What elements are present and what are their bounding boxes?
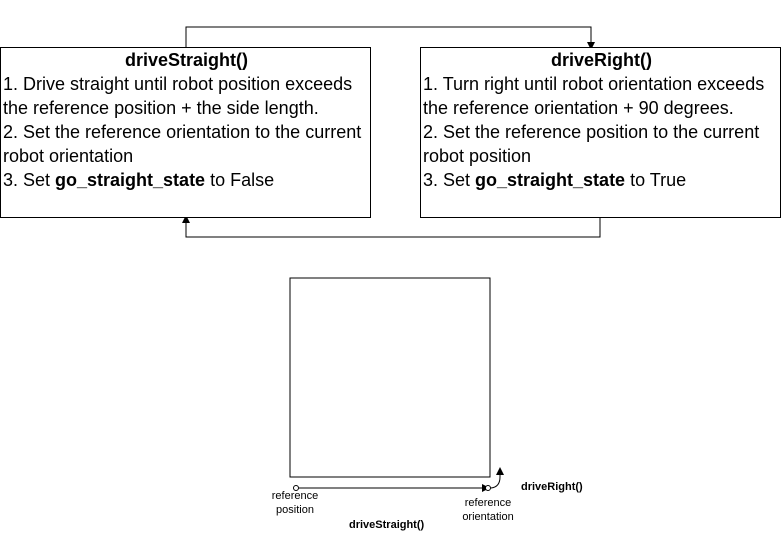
drive-straight-step-2: 2. Set the reference orientation to the … <box>3 122 362 166</box>
square-path-sketch <box>289 277 491 478</box>
drive-right-step-1: 1. Turn right until robot orientation ex… <box>423 74 765 118</box>
drive-right-sketch-label: driveRight() <box>521 481 583 493</box>
drive-right-step-3: 3. Set go_straight_state to True <box>423 170 687 190</box>
arrow-straight-to-right <box>185 26 595 50</box>
drive-right-step-2: 2. Set the reference position to the cur… <box>423 122 760 166</box>
drive-straight-sketch-label: driveStraight() <box>349 519 425 531</box>
arrow-right-to-straight <box>182 215 601 238</box>
drive-straight-box: driveStraight() 1. Drive straight until … <box>0 47 371 218</box>
drive-right-turn-arrow <box>490 473 501 489</box>
reference-position-marker <box>293 485 299 491</box>
reference-orientation-label: reference orientation <box>462 497 514 523</box>
drive-right-title: driveRight() <box>551 50 652 70</box>
reference-position-label: reference position <box>271 490 319 516</box>
drive-straight-step-3: 3. Set go_straight_state to False <box>3 170 275 190</box>
drive-straight-step-1: 1. Drive straight until robot position e… <box>3 74 353 118</box>
drive-straight-title: driveStraight() <box>124 50 248 70</box>
drive-right-box: driveRight() 1. Turn right until robot o… <box>420 47 781 218</box>
reference-orientation-marker <box>485 485 491 491</box>
